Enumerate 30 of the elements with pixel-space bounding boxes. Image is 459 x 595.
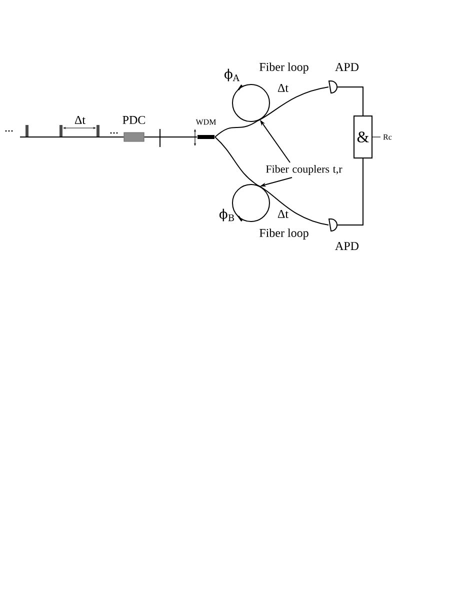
fiber-line xyxy=(257,86,329,122)
output-label: Rc xyxy=(383,134,392,140)
wdm-coupler: WDM xyxy=(194,119,216,146)
detector-label: APD xyxy=(335,242,359,250)
callout-text: Fiber couplers t,r xyxy=(266,165,342,175)
phase-label: ϕ$_{A}$ xyxy=(224,68,240,82)
loop-label: Δt xyxy=(278,84,288,92)
loop-label: Δt xyxy=(278,210,288,218)
node-label: PDC xyxy=(122,116,146,124)
delay-label: Δt xyxy=(74,116,86,124)
node-label: WDM xyxy=(196,119,216,125)
detector-label: APD xyxy=(335,63,359,71)
loop-label: Fiber loop xyxy=(260,62,308,74)
fiber-line xyxy=(214,120,258,138)
ellipsis: ... xyxy=(5,130,13,132)
signal-wire xyxy=(337,86,364,116)
phase-label: ϕ$_{B}$ xyxy=(219,208,234,222)
fiber-line xyxy=(144,136,198,138)
fiber-line xyxy=(20,136,124,138)
photodetector xyxy=(328,218,338,232)
fiber-line xyxy=(214,136,258,186)
photodetector xyxy=(328,80,338,94)
fiber-line xyxy=(257,184,329,226)
fiber-loop xyxy=(232,184,270,222)
pdc-box: PDC xyxy=(122,116,145,142)
loop-label: Fiber loop xyxy=(260,228,308,240)
signal-wire xyxy=(337,158,364,226)
ellipsis: ... xyxy=(110,132,118,134)
and-gate: & xyxy=(354,116,372,158)
fiber-loop xyxy=(232,84,270,122)
